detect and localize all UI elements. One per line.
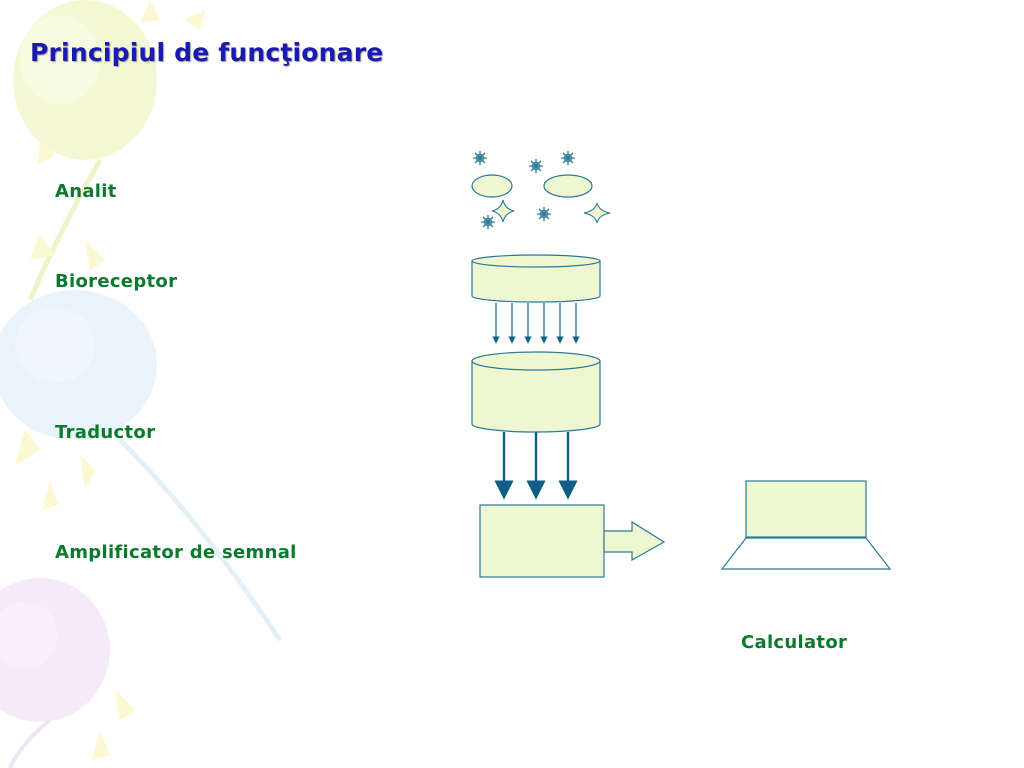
star-icon xyxy=(473,151,487,165)
analyte-molecules xyxy=(471,151,611,229)
slide-title: Principiul de funcţionare xyxy=(30,38,384,67)
label-analyte: Analit xyxy=(55,181,117,202)
label-transducer: Traductor xyxy=(55,422,156,443)
star-icon xyxy=(537,207,551,221)
amplifier-box xyxy=(479,504,605,578)
output-arrow xyxy=(603,520,666,562)
label-computer: Calculator xyxy=(741,632,848,653)
star-icon xyxy=(529,159,543,173)
analyte-ellipse xyxy=(471,174,513,198)
signal-arrows-small xyxy=(492,303,580,344)
star-icon xyxy=(481,215,495,229)
bioreceptor-cylinder xyxy=(471,254,601,303)
label-bioreceptor: Bioreceptor xyxy=(55,271,178,292)
label-amplifier: Amplificator de semnal xyxy=(55,542,297,563)
transducer-cylinder xyxy=(471,351,601,433)
sparkle-icon xyxy=(491,199,515,223)
signal-arrows-large xyxy=(494,432,578,500)
computer-icon xyxy=(720,480,892,570)
sparkle-icon xyxy=(583,202,611,224)
analyte-ellipse xyxy=(543,174,593,198)
star-icon xyxy=(561,151,575,165)
